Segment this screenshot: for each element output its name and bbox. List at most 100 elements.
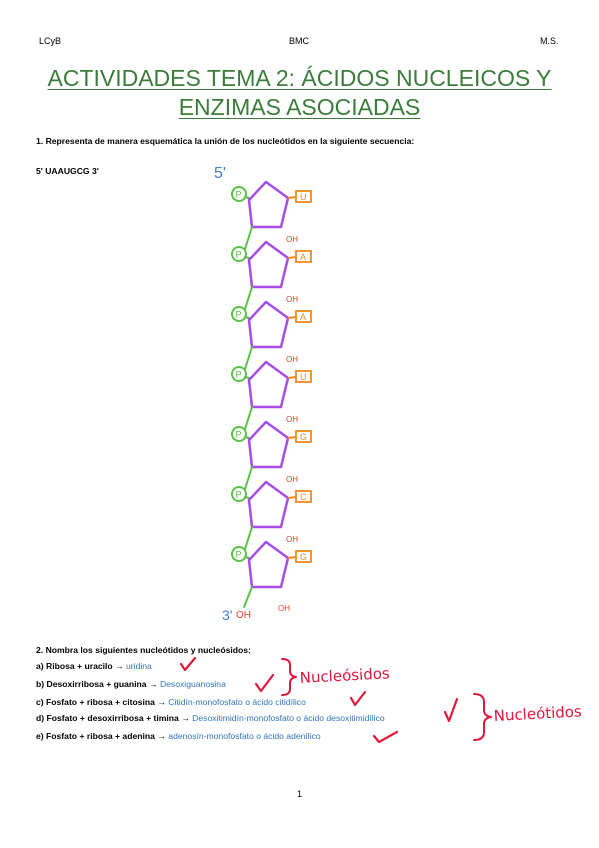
page-number: 1: [296, 789, 302, 799]
list-item: a) Ribosa + uracilo → uridina: [36, 661, 152, 671]
checkmark-icon: [254, 673, 275, 693]
item-e-answer: adenosín-monofosfato o ácido adenílico: [168, 731, 321, 741]
base-box: [295, 190, 312, 203]
brace-icon: [473, 693, 492, 741]
phosphate-icon: [231, 246, 247, 262]
base-box: [295, 490, 312, 503]
item-c-answer: Citidín-monofosfato o ácido citidílico: [168, 697, 306, 707]
phosphodiester-bond: [244, 466, 253, 490]
glycosidic-bond: [287, 196, 297, 199]
phosphate-label: P: [236, 490, 242, 500]
phosphodiester-bond: [244, 346, 253, 370]
glycosidic-bond: [287, 556, 297, 559]
phosphate-bond: [244, 196, 250, 199]
checkmark-icon: [443, 697, 459, 723]
base-label: U: [300, 192, 307, 202]
phosphate-label: P: [236, 370, 242, 380]
item-b-prompt: b) Desoxirribosa + guanina: [36, 679, 147, 689]
phosphate-icon: [231, 486, 247, 502]
question-1-number: 1.: [36, 136, 44, 146]
item-d-answer: Desoxitimidín-monofosfato o ácido desoxi…: [192, 713, 385, 723]
question-1: 1. Representa de manera esquemática la u…: [36, 136, 566, 146]
page-title: ACTIVIDADES TEMA 2: ÁCIDOS NUCLEICOS Y E…: [40, 64, 559, 122]
phosphate-label: P: [236, 550, 242, 560]
glycosidic-bond: [287, 316, 297, 319]
final-hydroxyl-label: OH: [278, 604, 290, 613]
question-2: 2. Nombra los siguientes nucleótidos y n…: [36, 645, 251, 655]
phosphate-icon: [231, 426, 247, 442]
item-a-prompt: a) Ribosa + uracilo: [36, 661, 113, 671]
base-box: [295, 310, 312, 323]
item-a-answer: uridina: [126, 661, 152, 671]
base-label: U: [300, 372, 307, 382]
glycosidic-bond: [287, 496, 297, 499]
phosphate-icon: [231, 366, 247, 382]
phosphate-bond: [244, 496, 250, 499]
sugar-pentagon: [247, 540, 290, 589]
hydroxyl-label: OH: [286, 475, 298, 484]
base-box: [295, 370, 312, 383]
header-left: LCyB: [39, 36, 62, 46]
hydroxyl-label: OH: [286, 295, 298, 304]
arrow-icon: →: [157, 697, 166, 707]
sugar-pentagon: [247, 420, 290, 469]
phosphodiester-bond: [244, 526, 253, 550]
list-item: b) Desoxirribosa + guanina → Desoxiguano…: [36, 679, 226, 689]
arrow-icon: →: [148, 679, 158, 689]
arrow-icon: →: [115, 661, 124, 671]
list-item: e) Fosfato + ribosa + adenina → adenosín…: [36, 731, 321, 741]
checkmark-icon: [179, 656, 197, 672]
sequence-label: 5' UAAUGCG 3': [36, 166, 99, 176]
title-line-2: ENZIMAS ASOCIADAS: [178, 94, 421, 120]
base-box: [295, 550, 312, 563]
phosphate-bond: [244, 256, 250, 259]
item-c-prompt: c) Fosfato + ribosa + citosina: [36, 697, 155, 707]
base-label: G: [300, 432, 307, 442]
phosphodiester-bond: [244, 226, 253, 250]
item-e-prompt: e) Fosfato + ribosa + adenina: [36, 731, 155, 741]
phosphate-icon: [231, 306, 247, 322]
checkmark-icon: [349, 690, 367, 707]
glycosidic-bond: [287, 376, 297, 379]
sugar-pentagon: [247, 360, 290, 409]
three-prime-bond: [243, 586, 253, 608]
hydroxyl-label: OH: [286, 415, 298, 424]
question-1-text: Representa de manera esquemática la unió…: [45, 136, 415, 146]
base-label: A: [300, 312, 306, 322]
glycosidic-bond: [287, 256, 297, 259]
note-nucleosidos: Nucleósidos: [299, 664, 390, 687]
list-item: c) Fosfato + ribosa + citosina → Citidín…: [36, 697, 306, 707]
sugar-pentagon: [247, 300, 290, 349]
phosphate-label: P: [236, 430, 242, 440]
title-line-1: ACTIVIDADES TEMA 2: ÁCIDOS NUCLEICOS Y: [47, 65, 552, 91]
checkmark-icon: [372, 730, 399, 744]
phosphate-bond: [244, 376, 250, 379]
base-label: G: [300, 552, 307, 562]
glycosidic-bond: [287, 436, 297, 439]
base-box: [295, 250, 312, 263]
phosphate-label: P: [236, 310, 242, 320]
header-center: BMC: [289, 36, 309, 46]
five-prime-label: 5': [214, 165, 226, 182]
phosphate-bond: [244, 436, 250, 439]
list-item: d) Fosfato + desoxirribosa + timina → De…: [36, 713, 385, 723]
brace-icon: [281, 658, 297, 696]
hydroxyl-label: OH: [286, 535, 298, 544]
phosphodiester-bond: [244, 406, 253, 430]
arrow-icon: →: [181, 713, 190, 723]
base-box: [295, 430, 312, 443]
base-label: C: [300, 492, 307, 502]
question-2-number: 2.: [36, 645, 44, 655]
three-prime-oh-label: OH: [236, 610, 251, 621]
question-2-text: Nombra los siguientes nucleótidos y nucl…: [45, 645, 251, 655]
item-b-answer: Desoxiguanosina: [159, 679, 226, 689]
phosphate-bond: [244, 316, 250, 319]
sugar-pentagon: [247, 480, 290, 529]
phosphate-bond: [244, 556, 250, 559]
phosphate-label: P: [236, 190, 242, 200]
phosphate-icon: [231, 546, 247, 562]
phosphate-icon: [231, 186, 247, 202]
